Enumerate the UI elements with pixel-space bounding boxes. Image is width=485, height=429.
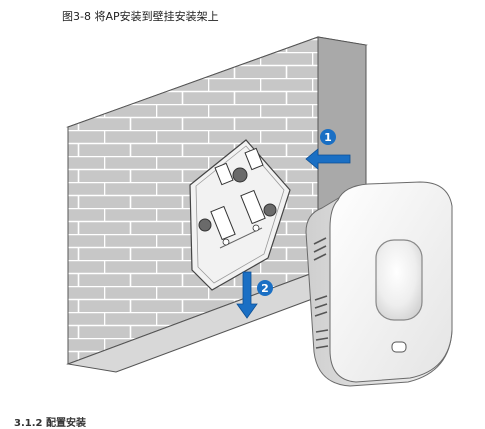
arrow-right-icon: [305, 148, 351, 170]
figure-caption: 图3-8 将AP安装到壁挂安装架上: [62, 10, 219, 23]
arrow-down-icon: [236, 271, 258, 319]
callout-2-number: 2: [261, 282, 269, 295]
ap-vents: [313, 237, 329, 349]
callout-2: 2: [257, 280, 273, 296]
access-point: [305, 181, 453, 387]
section-heading: 3.1.2 配置安装: [14, 418, 86, 429]
wall-mount-bracket: [189, 139, 291, 291]
callout-1-number: 1: [324, 131, 332, 144]
callout-1: 1: [320, 129, 336, 145]
